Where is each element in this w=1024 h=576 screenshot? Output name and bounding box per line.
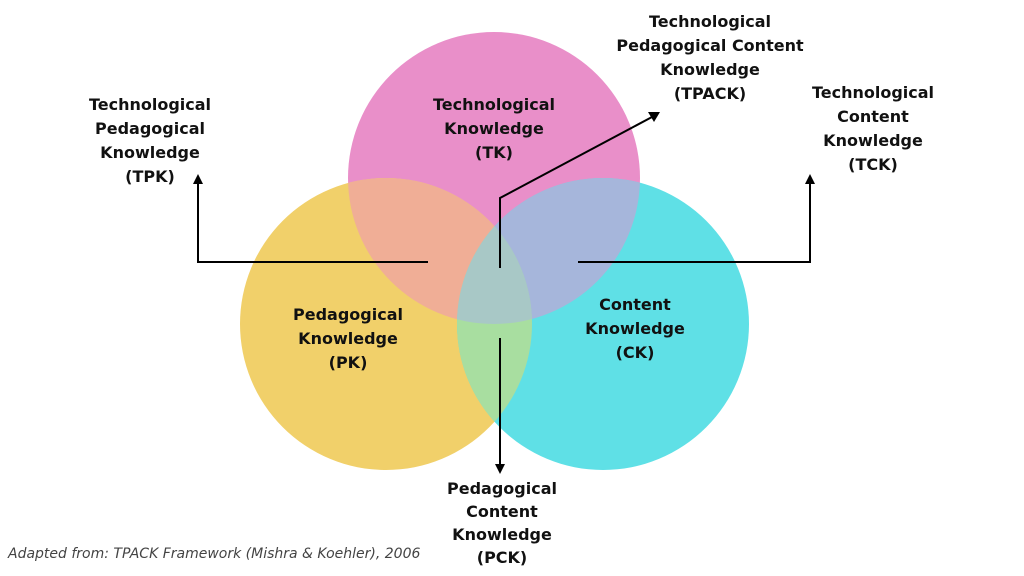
tpack-connector-line	[499, 116, 653, 268]
pk-label: Pedagogical Knowledge (PK)	[293, 305, 403, 372]
tpk-connector-line	[197, 182, 428, 263]
tpack-label: Technological Pedagogical Content Knowle…	[616, 12, 804, 103]
tpk-arrowhead-icon	[193, 174, 203, 184]
tk-label: Technological Knowledge (TK)	[432, 95, 556, 162]
pck-arrowhead-icon	[495, 464, 505, 474]
pck-label: Pedagogical Content Knowledge (PCK)	[447, 479, 557, 567]
tck-arrowhead-icon	[805, 174, 815, 184]
tck-label: Technological Content Knowledge (TCK)	[811, 83, 935, 174]
tck-connector-line	[578, 182, 811, 263]
tpack-arrowhead-icon	[648, 112, 660, 122]
tpk-overlap-region	[348, 178, 532, 324]
source-caption: Adapted from: TPACK Framework (Mishra & …	[8, 546, 421, 562]
ck-label: Content Knowledge (CK)	[585, 295, 685, 362]
tpk-label: Technological Pedagogical Knowledge (TPK…	[88, 95, 212, 186]
tck-overlap-region	[457, 178, 640, 324]
